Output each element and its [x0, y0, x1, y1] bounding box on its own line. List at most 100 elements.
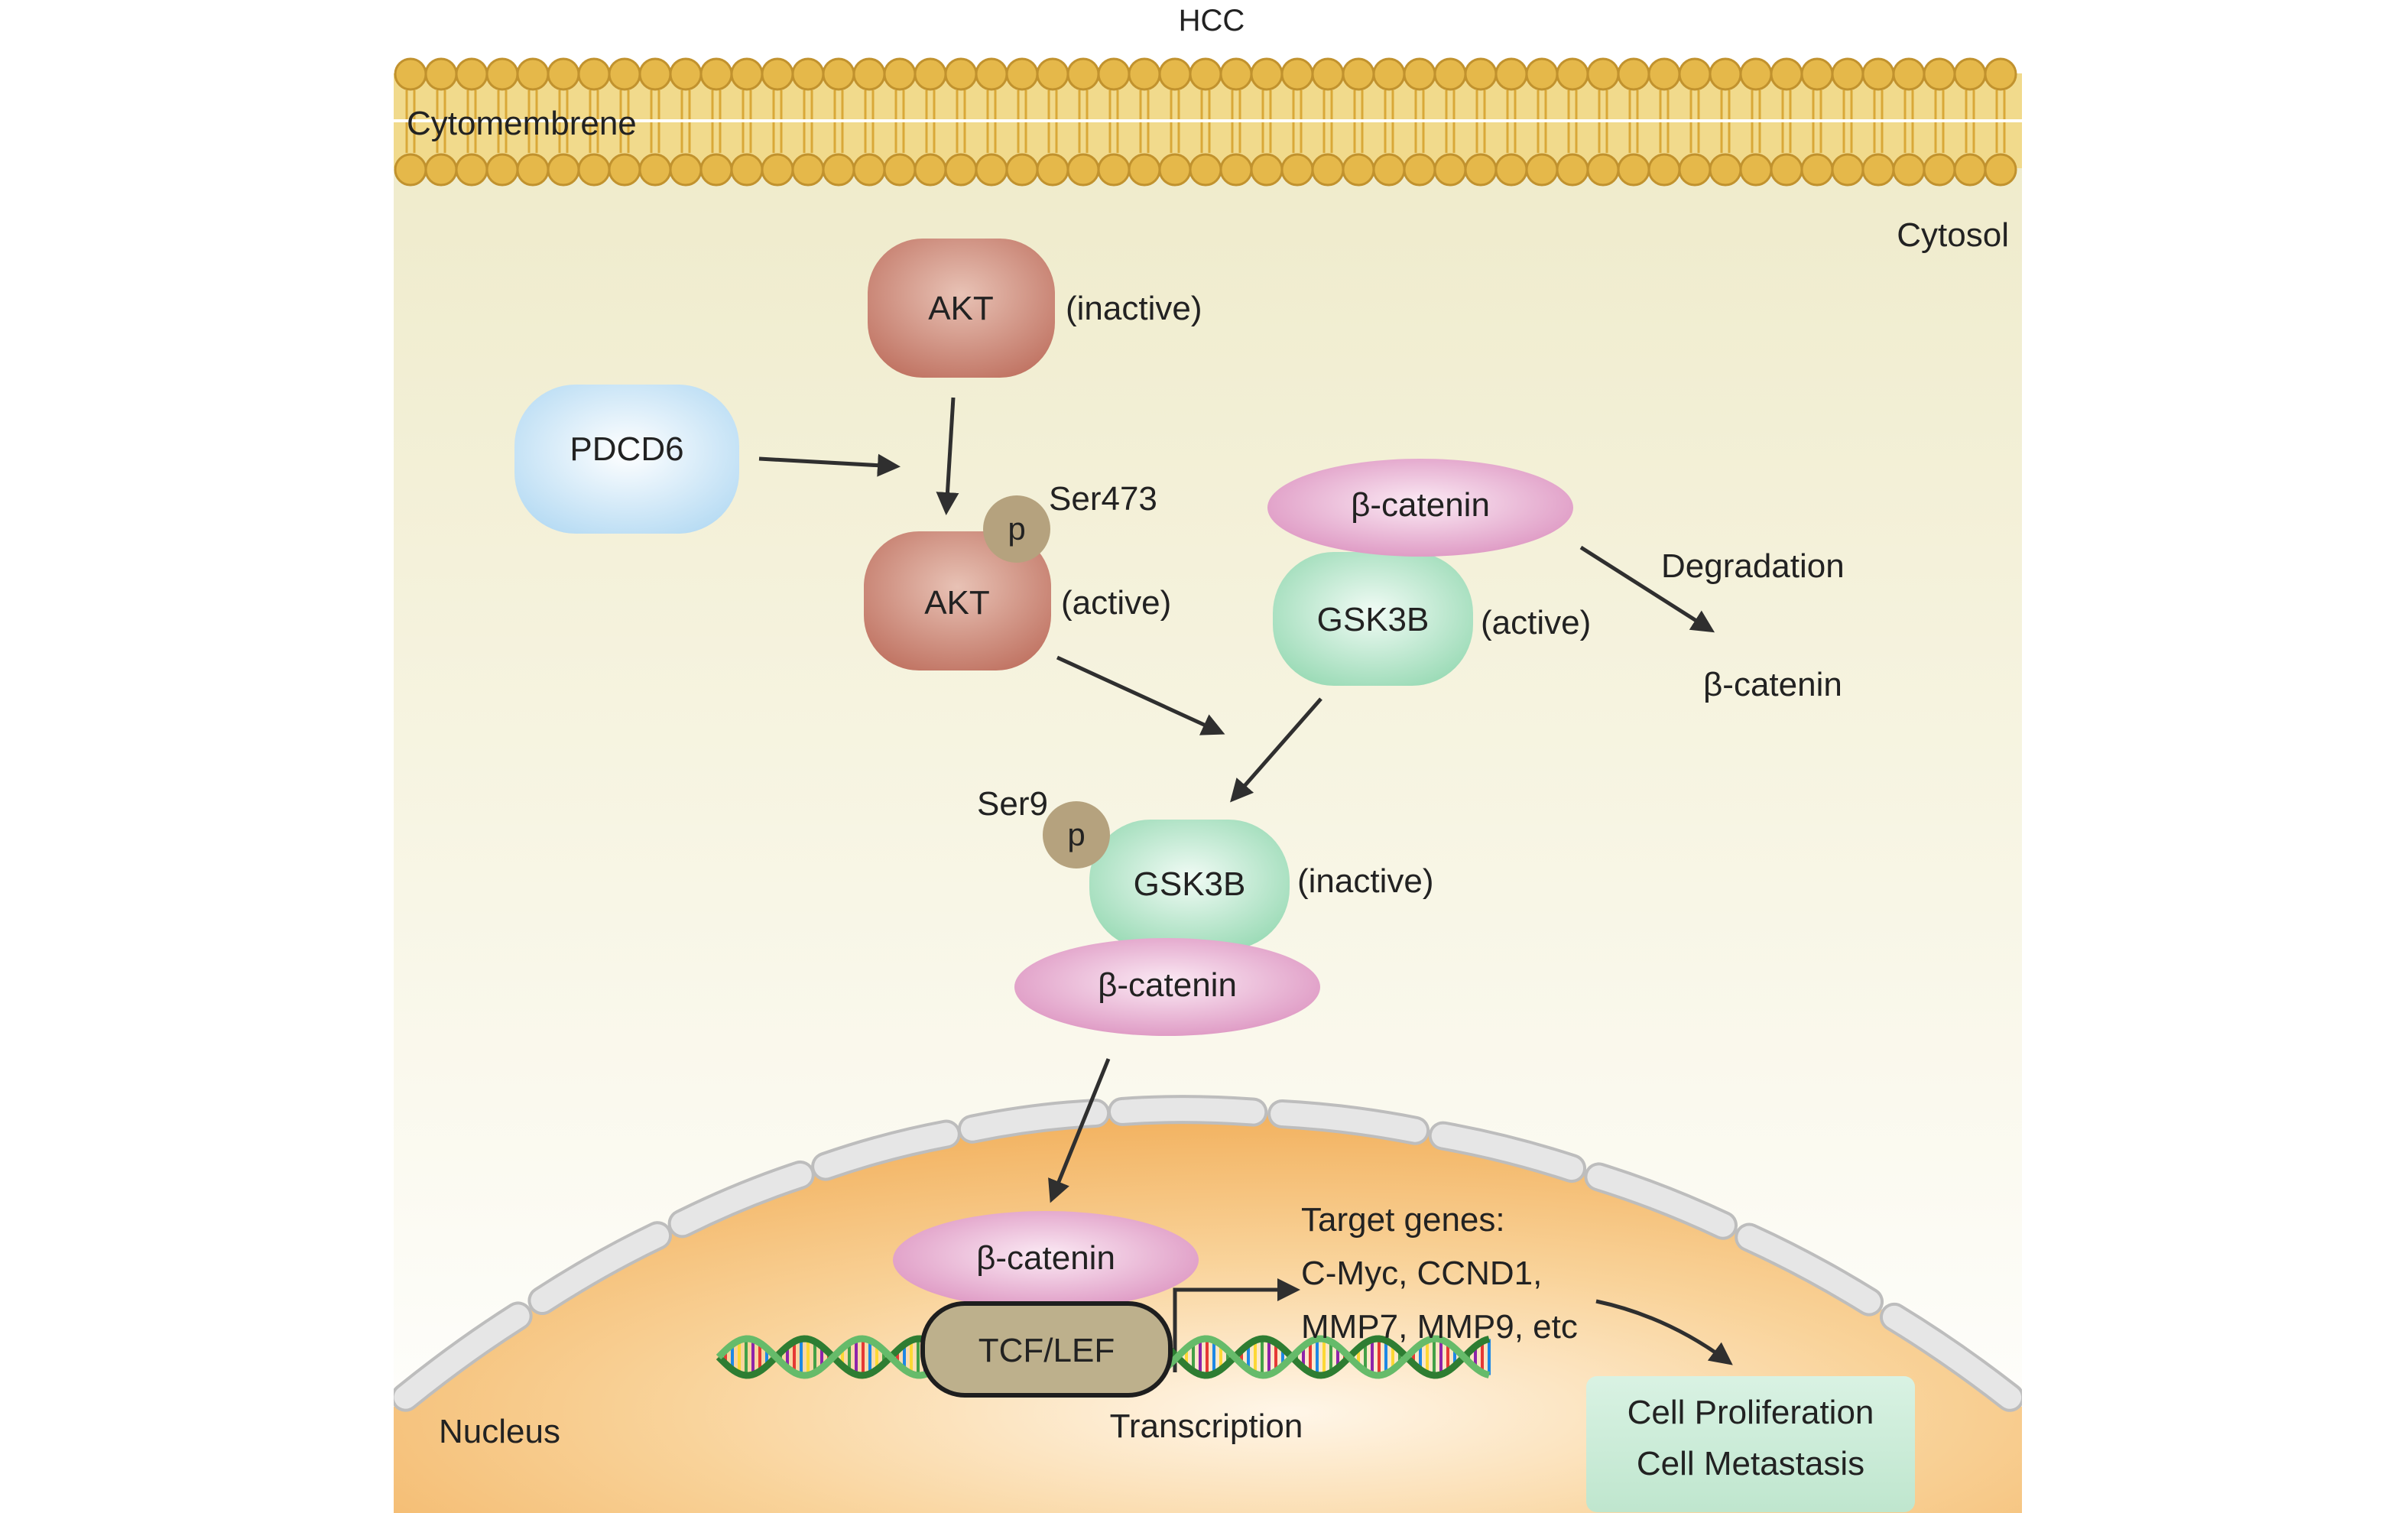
lipid-head: [424, 57, 458, 91]
lipid-head: [1892, 57, 1926, 91]
lipid-head: [1556, 153, 1589, 187]
lipid-head: [1464, 57, 1498, 91]
lipid-head: [1128, 153, 1161, 187]
pdcd6-label: PDCD6: [570, 430, 683, 468]
nucleus-label: Nucleus: [439, 1413, 560, 1450]
lipid-head: [1923, 153, 1956, 187]
akt-inactive-state: (inactive): [1066, 290, 1202, 327]
beta-catenin-complex-node: β-catenin: [1267, 459, 1573, 557]
lipid-head: [1403, 57, 1436, 91]
lipid-head: [1831, 57, 1864, 91]
lipid-head: [1189, 153, 1222, 187]
lipid-head: [883, 153, 917, 187]
lipid-head: [1617, 153, 1650, 187]
target-genes-text: Target genes: C-Myc, CCND1, MMP7, MMP9, …: [1301, 1201, 1578, 1346]
degraded-beta-catenin-label: β-catenin: [1703, 666, 1842, 703]
lipid-head: [669, 57, 703, 91]
lipid-head: [883, 57, 917, 91]
lipid-head: [852, 57, 886, 91]
lipid-head: [1005, 153, 1039, 187]
lipid-head: [1250, 57, 1284, 91]
lipid-head: [791, 153, 825, 187]
lipid-head: [1770, 57, 1803, 91]
lipid-head: [699, 57, 733, 91]
arrow-to-outcome: [1595, 1299, 1733, 1365]
outcome-line2: Cell Metastasis: [1637, 1445, 1864, 1482]
lipid-head: [1005, 57, 1039, 91]
beta-catenin-released-label: β-catenin: [1098, 966, 1237, 1004]
ser9-label: Ser9: [977, 785, 1048, 823]
lipid-head: [638, 153, 672, 187]
arrow-gsk3b-release: [1230, 697, 1322, 803]
lipid-head: [1494, 57, 1528, 91]
lipid-head: [1678, 57, 1712, 91]
membrane-label: Cytomembrene: [407, 105, 637, 142]
lipid-head: [1372, 57, 1406, 91]
lipid-head: [608, 57, 641, 91]
lipid-head: [1128, 57, 1161, 91]
lipid-head: [547, 57, 580, 91]
lipid-head: [1617, 57, 1650, 91]
lipid-head: [1219, 153, 1253, 187]
gsk3b-active-label: GSK3B: [1317, 601, 1430, 638]
lipid-head: [516, 57, 550, 91]
lipid-head: [516, 153, 550, 187]
lipid-head: [1861, 153, 1895, 187]
lipid-head: [1709, 57, 1742, 91]
lipid-head: [485, 57, 519, 91]
lipid-head: [1525, 153, 1559, 187]
lipid-head: [1066, 57, 1100, 91]
lipid-head: [1586, 57, 1620, 91]
beta-catenin-released-node: β-catenin: [1014, 938, 1320, 1036]
lipid-head: [1984, 57, 2017, 91]
lipid-head: [822, 57, 855, 91]
lipid-head: [1800, 57, 1834, 91]
cell-membrane: [394, 57, 2022, 187]
lipid-head: [1739, 57, 1773, 91]
lipid-head: [1066, 153, 1100, 187]
lipid-head: [1647, 153, 1681, 187]
gsk3b-inactive-label: GSK3B: [1134, 865, 1246, 903]
arrow-degradation: [1579, 545, 1715, 633]
diagram-title: HCC: [1179, 4, 1245, 37]
outcome-line1: Cell Proliferation: [1628, 1394, 1874, 1431]
lipid-head: [1678, 153, 1712, 187]
arrows: [758, 397, 1733, 1372]
phospho-akt-marker: p: [983, 495, 1050, 563]
lipid-head: [608, 153, 641, 187]
lipid-head: [1494, 153, 1528, 187]
lipid-head: [1219, 57, 1253, 91]
lipid-head: [1953, 153, 1987, 187]
lipid-head: [1861, 57, 1895, 91]
lipid-head: [1342, 57, 1375, 91]
cytosol-label: Cytosol: [1897, 216, 2009, 254]
gsk3b-inactive-state: (inactive): [1297, 862, 1434, 900]
beta-catenin-nuclear-label: β-catenin: [976, 1239, 1115, 1277]
arrow-pdcd6-to-akt: [758, 453, 901, 477]
akt-inactive-label: AKT: [928, 290, 994, 327]
lipid-head: [1311, 57, 1345, 91]
transcription-label: Transcription: [1110, 1407, 1303, 1445]
lipid-head: [1739, 153, 1773, 187]
lipid-head: [1280, 57, 1314, 91]
lipid-head: [914, 153, 947, 187]
lipid-head: [1800, 153, 1834, 187]
lipid-head: [1097, 57, 1131, 91]
lipid-head: [730, 57, 764, 91]
lipid-head: [1158, 57, 1192, 91]
lipid-head: [1036, 57, 1069, 91]
lipid-head: [547, 153, 580, 187]
lipid-head: [1097, 153, 1131, 187]
akt-active-state: (active): [1061, 584, 1171, 622]
arrow-akt-to-gsk3b: [1056, 655, 1225, 735]
tcf-lef-label: TCF/LEF: [978, 1332, 1115, 1369]
gsk3b-inactive-node: GSK3B: [1089, 820, 1290, 950]
lipid-head: [1158, 153, 1192, 187]
phospho-gsk3b-p: p: [1067, 817, 1085, 852]
lipid-head: [1770, 153, 1803, 187]
lipid-head: [669, 153, 703, 187]
phospho-akt-p: p: [1008, 511, 1025, 547]
arrow-nuclear-import: [1048, 1058, 1111, 1203]
lipid-head: [394, 153, 427, 187]
beta-catenin-complex-label: β-catenin: [1351, 486, 1490, 524]
